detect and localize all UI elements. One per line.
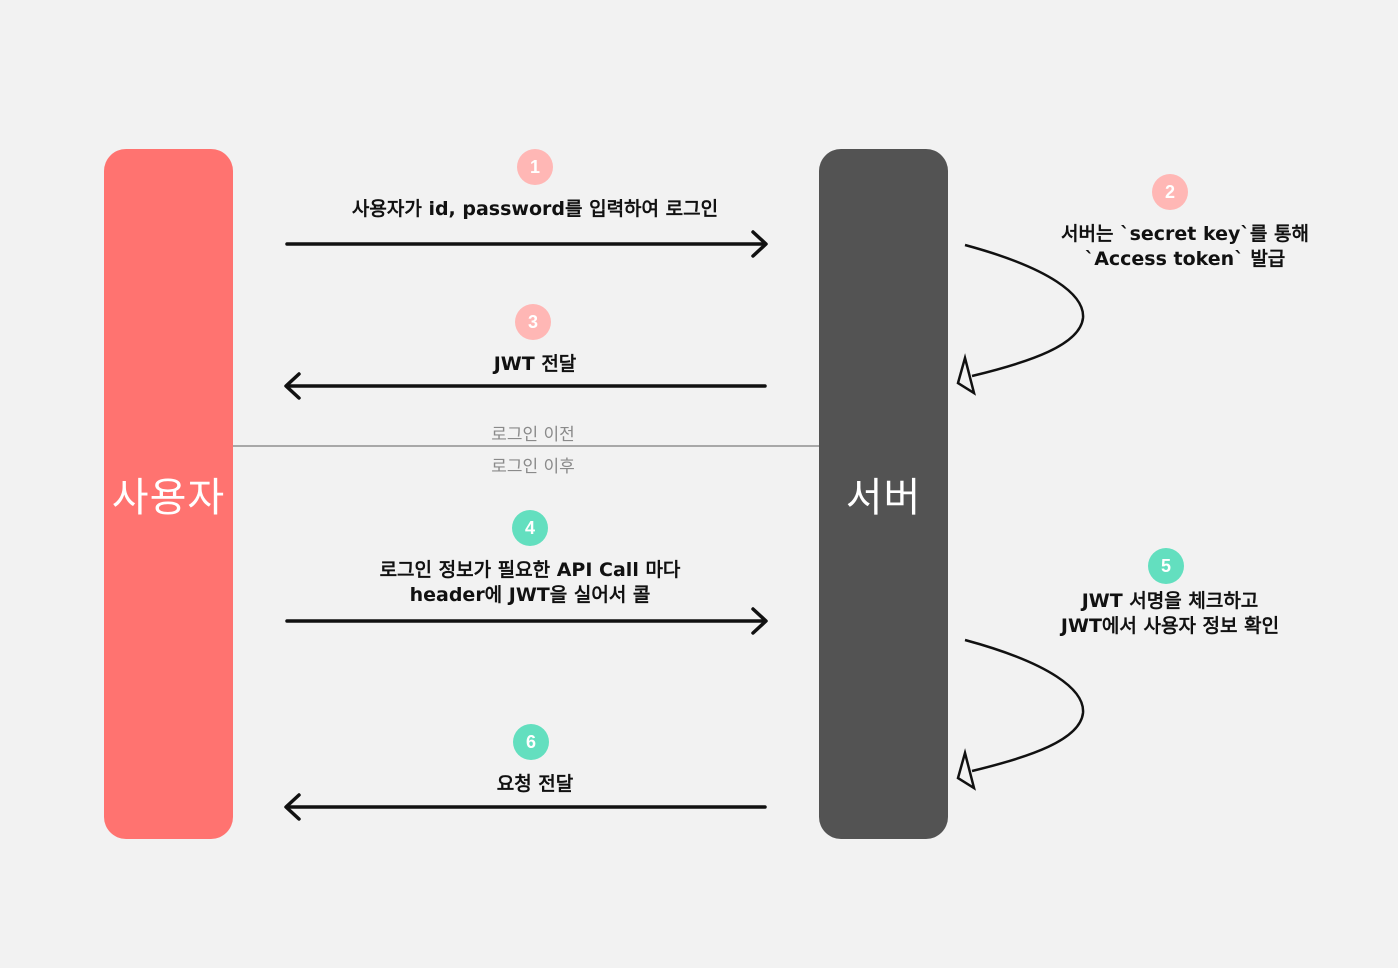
step-6-label: 요청 전달 [496,773,574,795]
step-5-badge: 5 [1148,548,1184,584]
arrow-step-2-self-loop [956,243,1085,396]
step-1-badge: 1 [517,149,553,185]
user-actor-label: 사용자 [111,475,226,521]
step-3-badge: 3 [515,304,551,340]
arrow-step-5-self-loop [956,638,1085,791]
arrow-step-1 [285,230,768,258]
step-4-label: 로그인 정보가 필요한 API Call 마다 header에 JWT을 실어서… [379,559,681,606]
arrow-step-3 [284,372,767,400]
step-5-label: JWT 서명을 체크하고 JWT에서 사용자 정보 확인 [1060,590,1280,637]
user-actor: 사용자 [104,149,233,839]
arrow-step-6 [284,793,767,821]
phase-after-login: 로그인 이후 [491,457,575,477]
step-2-label: 서버는 `secret key`를 통해 `Access token` 발급 [1061,223,1309,270]
step-2-badge: 2 [1152,174,1188,210]
step-1-label: 사용자가 id, password를 입력하여 로그인 [351,198,719,220]
server-actor: 서버 [819,149,948,839]
step-3-label: JWT 전달 [493,353,577,375]
step-6-badge: 6 [513,724,549,760]
server-actor-label: 서버 [845,475,922,521]
arrow-step-4 [285,607,768,635]
login-phase-divider [233,445,819,447]
step-4-badge: 4 [512,510,548,546]
phase-before-login: 로그인 이전 [491,425,575,445]
